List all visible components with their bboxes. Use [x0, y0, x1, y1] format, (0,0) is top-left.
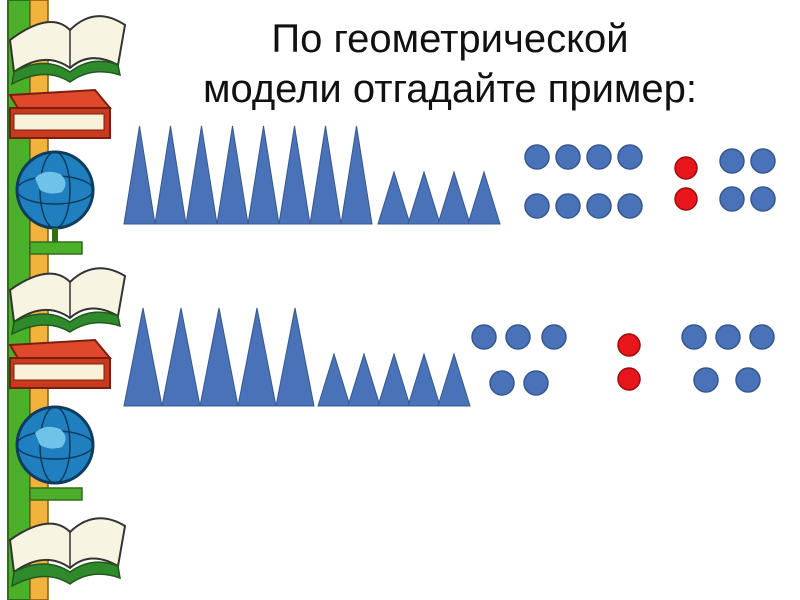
blue-circle: [618, 145, 642, 169]
blue-circle: [618, 194, 642, 218]
model-2: [124, 308, 774, 406]
tall-triangle: [310, 126, 341, 224]
tall-triangle: [341, 126, 372, 224]
red-circle: [675, 188, 697, 210]
blue-circle: [525, 194, 549, 218]
tall-triangle: [186, 126, 217, 224]
short-triangle: [468, 172, 500, 224]
blue-circle: [682, 325, 706, 349]
short-triangle: [438, 172, 470, 224]
tall-triangle: [248, 126, 279, 224]
blue-circle: [542, 325, 566, 349]
blue-circle: [750, 325, 774, 349]
blue-circle: [751, 187, 775, 211]
blue-circle: [587, 145, 611, 169]
tall-triangle: [155, 126, 186, 224]
blue-circle: [694, 368, 718, 392]
short-triangle: [378, 172, 410, 224]
tall-triangle: [124, 126, 155, 224]
blue-circle: [524, 371, 548, 395]
blue-circle: [506, 325, 530, 349]
blue-circle: [587, 194, 611, 218]
red-circle: [618, 334, 640, 356]
blue-circle: [751, 149, 775, 173]
red-circle: [675, 157, 697, 179]
tall-triangle: [162, 308, 200, 406]
tall-triangle: [200, 308, 238, 406]
blue-circle: [736, 368, 760, 392]
short-triangle: [408, 354, 440, 406]
short-triangle: [408, 172, 440, 224]
tall-triangle: [217, 126, 248, 224]
tall-triangle: [238, 308, 276, 406]
short-triangle: [378, 354, 410, 406]
blue-circle: [720, 149, 744, 173]
blue-circle: [556, 145, 580, 169]
model-1: [124, 126, 775, 224]
short-triangle: [318, 354, 350, 406]
blue-circle: [525, 145, 549, 169]
blue-circle: [472, 325, 496, 349]
short-triangle: [348, 354, 380, 406]
short-triangle: [438, 354, 470, 406]
tall-triangle: [279, 126, 310, 224]
tall-triangle: [124, 308, 162, 406]
tall-triangle: [276, 308, 314, 406]
blue-circle: [556, 194, 580, 218]
blue-circle: [490, 371, 514, 395]
red-circle: [618, 368, 640, 390]
blue-circle: [716, 325, 740, 349]
blue-circle: [720, 187, 744, 211]
